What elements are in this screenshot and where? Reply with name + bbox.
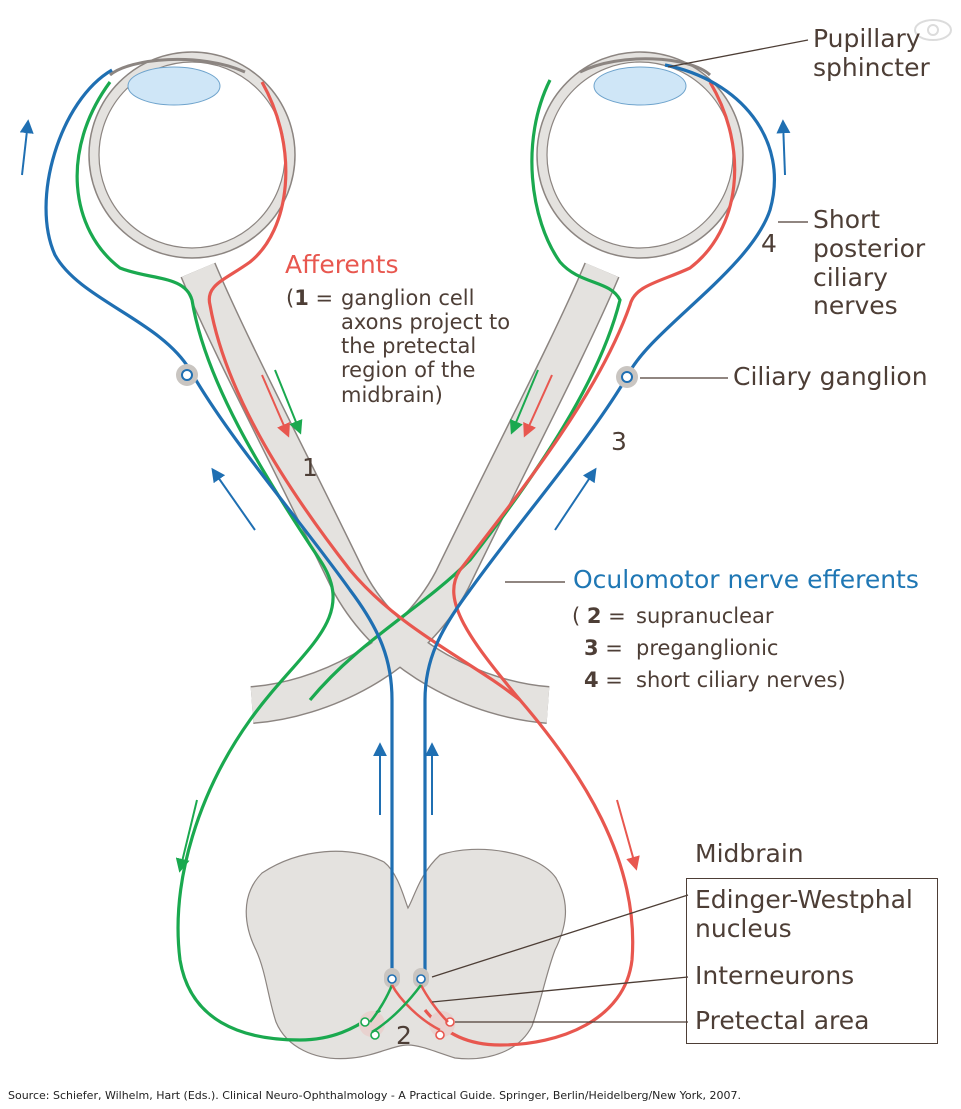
- arrow-blue-right-upper: [776, 119, 791, 176]
- ciliary-ganglion-left-node: [176, 364, 198, 386]
- label-efferents-text-3: preganglionic: [636, 636, 779, 660]
- red-afferent-right-eye: [423, 81, 737, 1047]
- left-lens: [127, 66, 221, 106]
- label-pretectal-area: Pretectal area: [695, 1006, 870, 1035]
- interneuron-red-right: [419, 984, 449, 1023]
- edinger-westphal-nodes: [384, 968, 429, 988]
- green-afferent-right-eye: [308, 79, 622, 702]
- label-edinger-westphal: Edinger-Westphal nucleus: [695, 885, 913, 943]
- interneuron-red-left: [390, 984, 441, 1032]
- green-afferent-path: [75, 81, 381, 1042]
- label-afferents-lines: ganglion cell axons project to the prete…: [341, 286, 511, 407]
- left-eyeball: [88, 51, 296, 259]
- eye-logo-icon: [914, 19, 952, 41]
- pathway-number-4: 4: [761, 229, 777, 258]
- pretectal-nodes: [359, 1011, 455, 1040]
- label-interneurons: Interneurons: [695, 961, 855, 990]
- red-afferent-left-eye: [207, 81, 521, 702]
- pathway-number-3: 3: [611, 427, 627, 456]
- right-eyeball: [536, 51, 744, 259]
- optic-pathway-bands: [180, 262, 620, 724]
- interneuron-green-left: [369, 984, 394, 1023]
- label-ciliary-ganglion: Ciliary ganglion: [733, 362, 928, 391]
- source-citation: Source: Schiefer, Wilhelm, Hart (Eds.). …: [8, 1089, 742, 1102]
- right-lens: [593, 66, 687, 106]
- arrow-red-left: [261, 374, 290, 438]
- label-short-posterior-ciliary-nerves: Short posterior ciliary nerves: [813, 205, 926, 321]
- leader-lines: [431, 39, 809, 1023]
- label-efferents-title: Oculomotor nerve efferents: [573, 565, 919, 594]
- arrow-green-right: [509, 369, 539, 435]
- pathway-number-1: 1: [302, 453, 318, 482]
- ciliary-ganglion-right-node: [616, 366, 638, 388]
- label-midbrain: Midbrain: [695, 839, 804, 868]
- arrow-blue-right-mid: [554, 467, 597, 531]
- label-efferents-item-3: 3 =: [584, 636, 623, 660]
- label-efferents-item-4: 4 =: [584, 668, 623, 692]
- label-afferents-desc: (1 =: [286, 286, 334, 310]
- arrow-green-left: [274, 369, 303, 435]
- label-efferents-text-2: supranuclear: [636, 604, 774, 628]
- label-efferents-text-4: short ciliary nerves): [636, 668, 846, 692]
- midbrain-shape: [245, 848, 567, 1060]
- label-afferents-title: Afferents: [285, 250, 399, 279]
- nuclei-label-box: [686, 878, 938, 1044]
- label-efferents-item-2: ( 2 =: [572, 604, 626, 628]
- arrow-blue-left-upper: [19, 119, 34, 176]
- interneuron-green-right: [371, 984, 423, 1034]
- arrow-red-lower: [616, 799, 640, 871]
- pathway-number-2: 2: [396, 1021, 412, 1050]
- arrow-blue-left-mid: [211, 467, 256, 531]
- arrow-green-lower: [175, 799, 198, 873]
- label-pupillary-sphincter: Pupillary sphincter: [813, 24, 930, 82]
- arrow-red-right: [523, 374, 553, 438]
